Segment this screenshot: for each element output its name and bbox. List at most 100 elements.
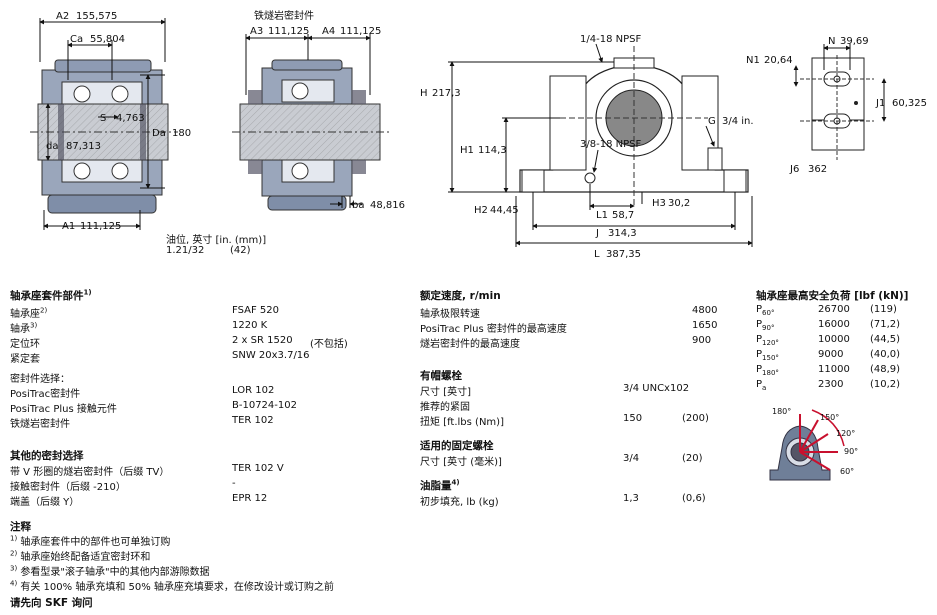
- dim-l1-value: 58,7: [612, 210, 634, 221]
- load-row-value: 10000: [818, 334, 850, 345]
- cap-bolt-row-label: 尺寸 [英寸]: [420, 387, 471, 398]
- dim-a1: A1: [62, 221, 75, 232]
- side-dimensions: N 39,69 N1 20,64 J1 60,325 J6 362: [746, 36, 927, 175]
- angle-60: 60°: [840, 467, 854, 476]
- note-item: 4) 有关 100% 轴承充填和 50% 轴承座充填要求，在修改设计或订购之前: [10, 579, 334, 593]
- load-row-value: 26700: [818, 304, 850, 315]
- grease-row-label: 初步填充, lb (kg): [420, 497, 499, 508]
- oil-level-inch: 1.21/32: [166, 245, 205, 256]
- components-title: 轴承座套件部件1): [10, 288, 92, 302]
- load-row-label: P120°: [756, 334, 779, 347]
- cap-bolts-title: 有帽螺栓: [420, 370, 462, 382]
- side-view-drawing: [800, 55, 874, 160]
- speed-row-label: 轴承极限转速: [420, 309, 480, 320]
- seal-row-value: TER 102: [232, 415, 274, 426]
- speed-row-label: 燧岩密封件的最高速度: [420, 339, 520, 350]
- dim-j: J: [595, 228, 599, 239]
- dim-ba: ba: [352, 200, 364, 211]
- technical-drawings: A2 155,575 Ca 55,804 S 4,763 Da 180 da 8…: [30, 9, 927, 260]
- seal-row-value: LOR 102: [232, 385, 275, 396]
- seal-row-label: PosiTrac Plus 接触元件: [10, 404, 117, 415]
- dim-h1-value: 114,3: [478, 145, 507, 156]
- load-row-value: 11000: [818, 364, 850, 375]
- dim-j6: J6: [789, 164, 799, 175]
- left-dimensions: A2 155,575 Ca 55,804 S 4,763 Da 180 da 8…: [39, 11, 191, 232]
- cap-bolt-row-value: 150: [623, 413, 643, 424]
- note-item: 3) 参看型录"滚子轴承"中的其他内部游隙数据: [10, 564, 210, 578]
- component-row-housing-value: FSAF 520: [232, 305, 279, 316]
- other-seal-row-label: 接触密封件（后缀 -210）: [10, 482, 126, 493]
- dim-g-value: 3/4 in.: [722, 116, 754, 127]
- load-row-value: 2300: [818, 379, 844, 390]
- angle-180: 180°: [772, 407, 791, 416]
- dim-h2-value: 44,45: [490, 205, 519, 216]
- npsf-top: 1/4-18 NPSF: [580, 34, 641, 45]
- fix-bolts-title: 适用的固定螺栓: [420, 440, 494, 452]
- seal-row-value: B-10724-102: [232, 400, 297, 411]
- other-seal-row-value: -: [232, 478, 236, 489]
- dim-j1-value: 60,325: [892, 98, 927, 109]
- oil-level-mm: (42): [230, 245, 251, 256]
- front-dimensions: 1/4-18 NPSF H 217,3 H1 114,3 G 3/4 in. 3…: [420, 34, 754, 260]
- dim-l1: L1: [596, 210, 608, 221]
- speed-row-value: 900: [692, 335, 712, 346]
- dim-da-value: 87,313: [66, 141, 101, 152]
- load-row-value-metric: (10,2): [870, 379, 901, 390]
- dim-n1-value: 20,64: [764, 55, 793, 66]
- speed-row-label: PosiTrac Plus 密封件的最高速度: [420, 324, 567, 335]
- dim-a2-value: 155,575: [76, 11, 117, 22]
- load-row-value-metric: (71,2): [870, 319, 901, 330]
- dim-da: da: [46, 141, 58, 152]
- dim-j6-value: 362: [808, 164, 827, 175]
- load-direction-diagram: 180° 150° 120° 90° 60°: [769, 407, 858, 481]
- notes-title: 注释: [10, 521, 31, 533]
- dim-a3: A3: [250, 26, 263, 37]
- oil-level-label: 油位, 英寸 [in. (mm)]: [166, 235, 267, 246]
- cap-bolt-row-label: 扭矩 [ft.lbs (Nm)]: [420, 417, 504, 428]
- dim-da-cap-value: 180: [172, 128, 191, 139]
- dim-h3: H3: [652, 198, 666, 209]
- angle-120: 120°: [836, 429, 855, 438]
- component-row-ring-value: 2 x SR 1520: [232, 335, 293, 346]
- load-row-label: Pa: [756, 379, 767, 392]
- component-row-sleeve-label: 紧定套: [10, 354, 40, 365]
- dim-da-cap: Da: [152, 128, 166, 139]
- other-seal-row-label: 端盖（后缀 Y）: [10, 497, 80, 508]
- front-view-drawing: [519, 46, 749, 205]
- dim-s-value: 4,763: [116, 113, 145, 124]
- notes-footer: 请先向 SKF 询问: [10, 597, 93, 609]
- dim-n-value: 39,69: [840, 36, 869, 47]
- fix-bolt-row-value-metric: (20): [682, 453, 703, 464]
- component-row-bearing-value: 1220 K: [232, 320, 268, 331]
- load-row-label: P150°: [756, 349, 779, 362]
- dim-j1: J1: [875, 98, 885, 109]
- grease-title: 油脂量4): [420, 478, 460, 492]
- dim-h1: H1: [460, 145, 474, 156]
- cap-bolt-row-value-metric: (200): [682, 413, 709, 424]
- dim-ca-value: 55,804: [90, 34, 125, 45]
- fix-bolt-row-label: 尺寸 [英寸 (毫米)]: [420, 457, 502, 468]
- dim-j-value: 314,3: [608, 228, 637, 239]
- angle-90: 90°: [844, 447, 858, 456]
- dim-n1: N1: [746, 55, 760, 66]
- component-row-bearing-label: 轴承3): [10, 321, 38, 335]
- dim-l: L: [594, 249, 600, 260]
- load-row-value: 9000: [818, 349, 844, 360]
- load-row-value-metric: (48,9): [870, 364, 901, 375]
- component-row-ring-extra: (不包括): [310, 339, 348, 350]
- other-seals-title: 其他的密封选择: [10, 450, 84, 462]
- component-row-ring-label: 定位环: [10, 339, 40, 350]
- dim-a4-value: 111,125: [340, 26, 381, 37]
- seal-row-label: PosiTrac密封件: [10, 389, 81, 400]
- dim-s: S: [100, 113, 106, 124]
- dim-g: G: [708, 116, 716, 127]
- dim-a2: A2: [56, 11, 69, 22]
- loads-title: 轴承座最高安全负荷 [lbf (kN)]: [756, 290, 909, 302]
- middle-dimensions: 铁燧岩密封件 A3 111,125 A4 111,125 ba 48,816: [245, 9, 405, 211]
- component-row-sleeve-value: SNW 20x3.7/16: [232, 350, 310, 361]
- dim-ca: Ca: [70, 34, 83, 45]
- load-row-label: P60°: [756, 304, 775, 317]
- load-row-value: 16000: [818, 319, 850, 330]
- middle-section-drawing: [232, 59, 390, 211]
- component-row-housing-label: 轴承座2): [10, 306, 48, 320]
